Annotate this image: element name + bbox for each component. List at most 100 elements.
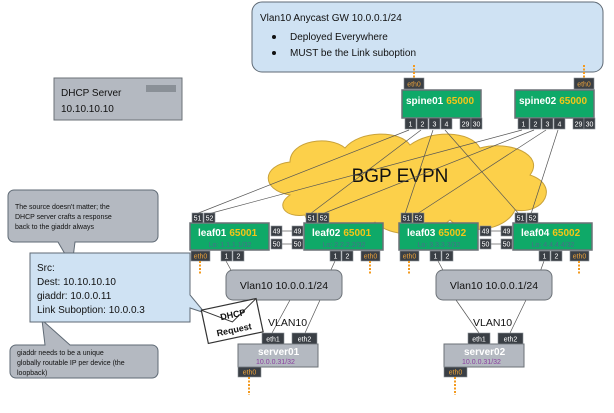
anycast-bullet: MUST be the Link suboption xyxy=(290,48,416,59)
svg-text:51: 51 xyxy=(517,216,525,223)
vlan-box-label: Vlan10 10.0.0.1/24 xyxy=(450,280,538,292)
port[interactable]: 51 xyxy=(191,212,204,224)
port[interactable]: 52 xyxy=(203,212,216,224)
eth2-port[interactable]: eth2 xyxy=(291,332,318,345)
port[interactable]: 52 xyxy=(412,212,425,224)
svg-text:eth0: eth0 xyxy=(577,82,591,89)
dhcp-server-name: DHCP Server xyxy=(61,88,122,99)
port[interactable]: 30 xyxy=(470,117,483,130)
port[interactable]: 52 xyxy=(317,212,330,224)
anycast-title: Vlan10 Anycast GW 10.0.0.1/24 xyxy=(260,13,402,24)
port[interactable]: 29 xyxy=(572,117,585,130)
dhcp-server-ip: 10.10.10.10 xyxy=(61,104,114,115)
switch-name: spine01 xyxy=(406,96,444,107)
svg-text:eth0: eth0 xyxy=(407,82,421,89)
port[interactable]: 2 xyxy=(416,117,429,130)
svg-text:eth0: eth0 xyxy=(194,254,208,261)
port[interactable]: 51 xyxy=(305,212,318,224)
dhcp-server[interactable]: DHCP Server 10.10.10.10 xyxy=(53,77,183,121)
svg-text:2: 2 xyxy=(421,122,425,129)
loopback: Lo: 4.4.4.4/32 xyxy=(532,242,575,249)
port[interactable]: 50 xyxy=(270,238,283,250)
port[interactable]: 1 xyxy=(429,250,442,262)
eth0-port[interactable]: eth0 xyxy=(573,77,595,90)
port[interactable]: 2 xyxy=(341,250,354,262)
svg-text:eth0: eth0 xyxy=(403,254,417,261)
svg-text:29: 29 xyxy=(575,122,583,129)
svg-text:1: 1 xyxy=(334,254,338,261)
vlan-box-right: Vlan10 10.0.0.1/24 xyxy=(435,269,553,301)
port[interactable]: 50 xyxy=(291,238,304,250)
svg-text:DHCP server crafts a response: DHCP server crafts a response xyxy=(15,214,112,221)
port[interactable]: 1 xyxy=(329,250,342,262)
port[interactable]: 50 xyxy=(500,238,513,250)
eth0-port[interactable]: eth0 xyxy=(237,366,262,378)
svg-text:giaddr needs to be a unique: giaddr needs to be a unique xyxy=(17,350,104,357)
port[interactable]: 2 xyxy=(232,250,245,262)
svg-text:1: 1 xyxy=(543,254,547,261)
port[interactable]: 49 xyxy=(291,225,304,237)
port[interactable]: 1 xyxy=(220,250,233,262)
svg-text:50: 50 xyxy=(294,242,302,249)
svg-text:2: 2 xyxy=(346,254,350,261)
port[interactable]: 2 xyxy=(441,250,454,262)
svg-text:51: 51 xyxy=(194,216,202,223)
eth0-port[interactable]: eth0 xyxy=(190,250,211,262)
port[interactable]: 29 xyxy=(459,117,472,130)
eth0-port[interactable]: eth0 xyxy=(403,77,425,90)
port[interactable]: 49 xyxy=(270,225,283,237)
port[interactable]: 2 xyxy=(550,250,563,262)
eth0-port[interactable]: eth0 xyxy=(360,250,381,262)
port[interactable]: 52 xyxy=(526,212,539,224)
svg-text:3: 3 xyxy=(433,122,437,129)
port[interactable]: 4 xyxy=(440,117,453,130)
svg-text:eth2: eth2 xyxy=(504,337,518,344)
port[interactable]: 50 xyxy=(479,238,492,250)
fabric-links xyxy=(195,129,559,334)
svg-text:eth1: eth1 xyxy=(266,337,280,344)
packet-src: Src: xyxy=(37,263,55,274)
port[interactable]: 3 xyxy=(541,117,554,130)
port[interactable]: 1 xyxy=(538,250,551,262)
eth0-port[interactable]: eth0 xyxy=(443,366,468,378)
port[interactable]: 49 xyxy=(500,225,513,237)
server-ip: 10.0.0.31/32 xyxy=(462,359,501,366)
port[interactable]: 51 xyxy=(514,212,527,224)
port[interactable]: 1 xyxy=(517,117,530,130)
svg-text:1: 1 xyxy=(409,122,413,129)
svg-text:3: 3 xyxy=(546,122,550,129)
switch-name: leaf04 xyxy=(521,228,550,239)
svg-text:2: 2 xyxy=(237,254,241,261)
eth0-port[interactable]: eth0 xyxy=(569,250,590,262)
svg-text:1: 1 xyxy=(522,122,526,129)
eth2-port[interactable]: eth2 xyxy=(497,332,524,345)
eth0-port[interactable]: eth0 xyxy=(399,250,420,262)
svg-text:eth0: eth0 xyxy=(364,254,378,261)
port[interactable]: 51 xyxy=(400,212,413,224)
svg-text:loopback): loopback) xyxy=(17,370,47,377)
switch-asn: 65001 xyxy=(229,228,257,239)
port[interactable]: 3 xyxy=(428,117,441,130)
port[interactable]: 2 xyxy=(529,117,542,130)
port[interactable]: 1 xyxy=(404,117,417,130)
port[interactable]: 30 xyxy=(583,117,596,130)
svg-text:4: 4 xyxy=(445,122,449,129)
svg-text:eth2: eth2 xyxy=(298,337,312,344)
port[interactable]: 49 xyxy=(479,225,492,237)
port[interactable]: 4 xyxy=(553,117,566,130)
eth1-port[interactable]: eth1 xyxy=(467,332,491,345)
note-giaddr: giaddr needs to be a unique globally rou… xyxy=(9,318,159,379)
server-name: server01 xyxy=(258,347,300,358)
eth1-port[interactable]: eth1 xyxy=(261,332,285,345)
